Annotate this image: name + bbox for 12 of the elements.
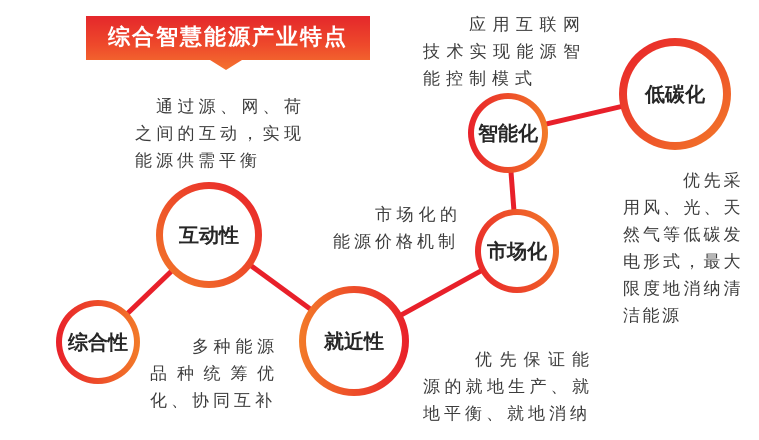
connector-line: [508, 172, 516, 210]
description-text: 优先保证能源的就地生产、就地平衡、就地消纳: [423, 349, 593, 426]
connector-line: [250, 264, 312, 312]
title-banner: 综合智慧能源产业特点: [86, 16, 370, 70]
connector-line: [126, 269, 174, 316]
connector-line: [545, 104, 622, 127]
description-text: 应用互联网技术实现能源智能控制模式: [423, 14, 586, 91]
connector-line: [400, 268, 482, 318]
description-text: 多种能源品种统筹优化、协同互补: [150, 336, 278, 413]
description-text: 通过源、网、荷之间的互动，实现能源供需平衡: [135, 96, 305, 173]
description-text: 市场化的能源价格机制: [333, 204, 461, 254]
description-text: 优先采用风、光、天然气等低碳发电形式，最大限度地消纳清洁能源: [623, 170, 743, 328]
